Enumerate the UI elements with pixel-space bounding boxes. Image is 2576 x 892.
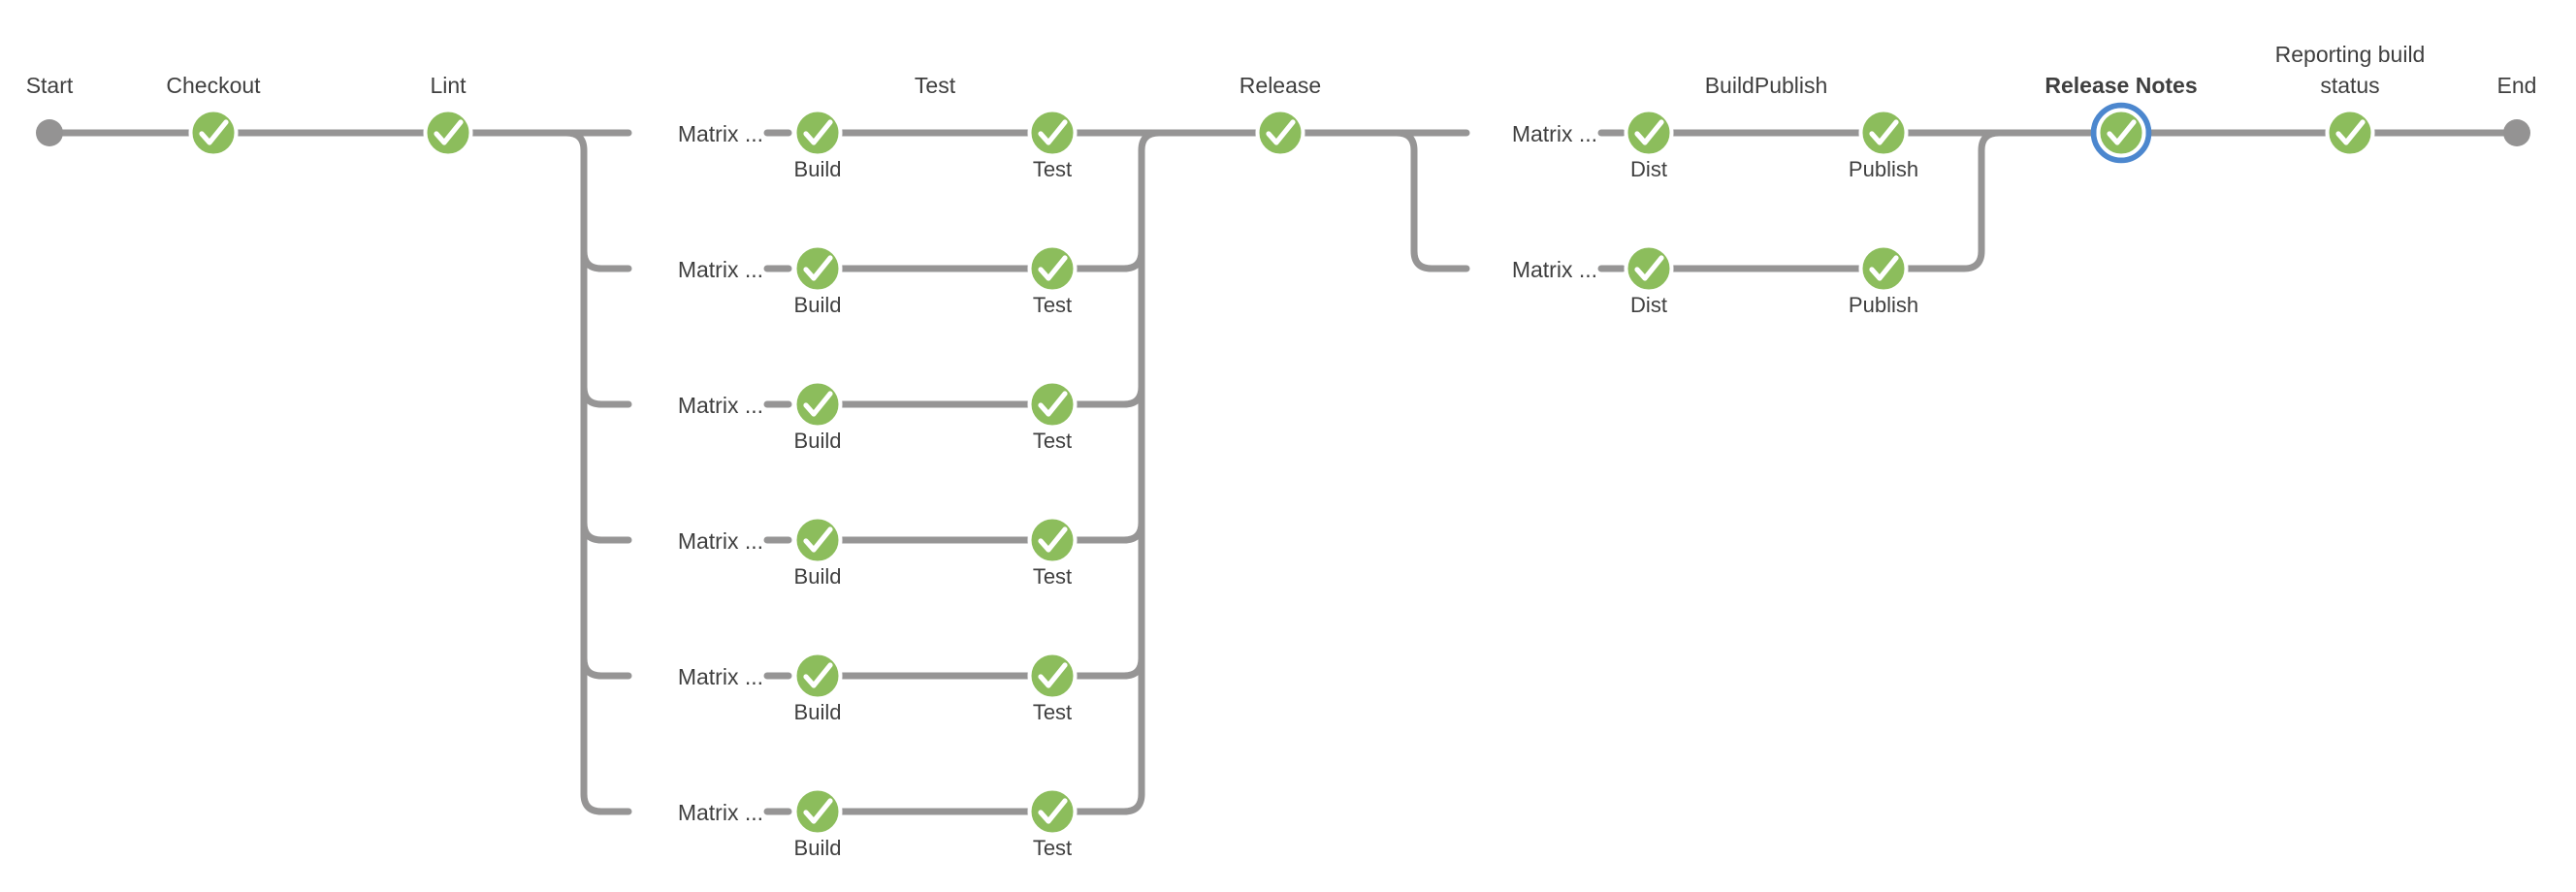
check-icon [1634, 255, 1664, 281]
node-buildpublish-branch2-dist[interactable] [1624, 243, 1674, 294]
node-buildpublish-branch1-publish[interactable] [1858, 108, 1909, 158]
branch-label: Matrix ... [1512, 257, 1597, 282]
connector [1138, 129, 1163, 798]
node-test-branch6-build[interactable] [792, 786, 843, 837]
step-label-build: Build [794, 836, 842, 860]
check-icon [1869, 119, 1899, 145]
check-icon [2335, 119, 2366, 145]
step-label-dist: Dist [1630, 157, 1667, 181]
stage-label-test: Test [915, 73, 956, 98]
check-icon [1869, 255, 1899, 281]
connector [1048, 790, 1145, 815]
start-dot [36, 119, 63, 146]
check-icon [803, 526, 833, 553]
node-test-branch3-test[interactable] [1027, 379, 1078, 430]
connector [580, 654, 632, 680]
check-icon [803, 119, 833, 145]
end-dot [2503, 119, 2530, 146]
branch-label: Matrix ... [678, 121, 763, 146]
step-label-test: Test [1033, 836, 1072, 860]
stage-label-checkout: Checkout [166, 73, 261, 98]
check-icon [1266, 119, 1296, 145]
step-label-build: Build [794, 293, 842, 317]
stage-label-release: Release [1240, 73, 1321, 98]
stage-label-start: Start [26, 73, 74, 98]
node-test-branch5-test[interactable] [1027, 651, 1078, 701]
node-buildpublish-branch2-publish[interactable] [1858, 243, 1909, 294]
node-test-branch4-test[interactable] [1027, 515, 1078, 565]
check-icon [803, 798, 833, 824]
check-icon [434, 119, 464, 145]
step-label-test: Test [1033, 157, 1072, 181]
node-test-branch6-test[interactable] [1027, 786, 1078, 837]
node-test-branch5-build[interactable] [792, 651, 843, 701]
node-test-branch2-build[interactable] [792, 243, 843, 294]
step-label-dist: Dist [1630, 293, 1667, 317]
branch-label: Matrix ... [678, 528, 763, 554]
success-nodes [188, 102, 2375, 837]
connector [580, 383, 632, 408]
node-test-branch4-build[interactable] [792, 515, 843, 565]
check-icon [1038, 798, 1068, 824]
step-label-build: Build [794, 700, 842, 724]
connector [563, 129, 632, 815]
node-release-notes[interactable] [2090, 102, 2152, 164]
node-test-branch1-build[interactable] [792, 108, 843, 158]
connector [580, 247, 632, 272]
stage-label-reporting-line2: status [2320, 73, 2379, 98]
stage-label-buildpublish: BuildPublish [1705, 73, 1828, 98]
stage-label-end: End [2497, 73, 2537, 98]
check-icon [803, 391, 833, 417]
connector [580, 519, 632, 544]
step-label-test: Test [1033, 700, 1072, 724]
check-icon [1038, 119, 1068, 145]
labels: Start Checkout Lint Test Release BuildPu… [26, 42, 2537, 860]
node-test-branch1-test[interactable] [1027, 108, 1078, 158]
stage-label-release-notes: Release Notes [2045, 73, 2197, 98]
step-label-publish: Publish [1849, 157, 1918, 181]
terminal-dots [36, 119, 2530, 146]
step-label-build: Build [794, 429, 842, 453]
branch-label: Matrix ... [678, 664, 763, 689]
check-icon [1038, 255, 1068, 281]
check-icon [1038, 662, 1068, 688]
step-label-publish: Publish [1849, 293, 1918, 317]
stage-label-reporting-line1: Reporting build [2275, 42, 2426, 67]
node-checkout[interactable] [188, 108, 239, 158]
step-label-test: Test [1033, 293, 1072, 317]
step-label-test: Test [1033, 564, 1072, 589]
check-icon [803, 255, 833, 281]
branch-label: Matrix ... [678, 257, 763, 282]
node-reporting-build-status[interactable] [2325, 108, 2375, 158]
connector [1880, 129, 2003, 272]
connectors [46, 129, 2521, 815]
check-icon [1634, 119, 1664, 145]
node-test-branch2-test[interactable] [1027, 243, 1078, 294]
node-test-branch3-build[interactable] [792, 379, 843, 430]
check-icon [199, 119, 229, 145]
check-icon [1038, 526, 1068, 553]
check-icon [1038, 391, 1068, 417]
node-lint[interactable] [423, 108, 473, 158]
step-label-test: Test [1033, 429, 1072, 453]
branch-label: Matrix ... [1512, 121, 1597, 146]
check-icon [803, 662, 833, 688]
branch-label: Matrix ... [678, 393, 763, 418]
check-icon [2107, 119, 2137, 145]
connector [1393, 129, 1470, 272]
step-label-build: Build [794, 564, 842, 589]
stage-label-lint: Lint [430, 73, 467, 98]
node-release[interactable] [1255, 108, 1305, 158]
branch-label: Matrix ... [678, 800, 763, 825]
node-buildpublish-branch1-dist[interactable] [1624, 108, 1674, 158]
step-label-build: Build [794, 157, 842, 181]
